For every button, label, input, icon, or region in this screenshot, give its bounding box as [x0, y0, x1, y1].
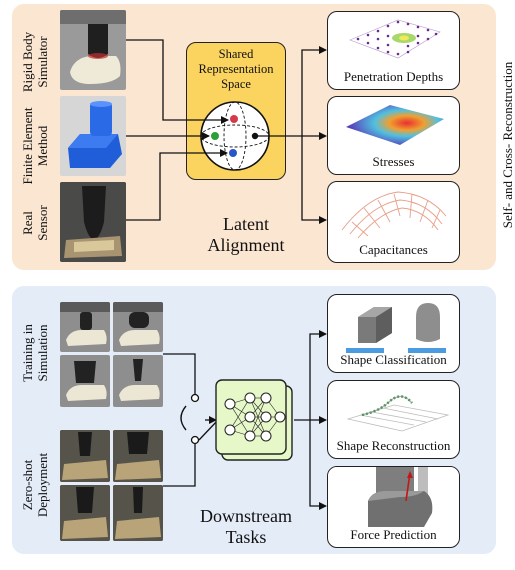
penetration-depths-label: Penetration Depths — [343, 69, 444, 84]
capacitances-box: Capacitances — [327, 181, 460, 263]
force-prediction-label: Force Prediction — [350, 527, 437, 542]
fem-latent-dot — [211, 132, 219, 140]
real-sensor-image — [60, 182, 126, 262]
real-image-4 — [113, 485, 163, 541]
real-image-1 — [60, 430, 110, 482]
capacitances-label: Capacitances — [359, 242, 428, 257]
stresses-box: Stresses — [327, 96, 460, 175]
sim-image-2 — [113, 302, 163, 352]
capacitance-mesh — [341, 191, 447, 239]
real-image-2 — [113, 430, 163, 482]
class-bar-2 — [408, 348, 446, 353]
force-prediction-box: Force Prediction — [327, 466, 460, 548]
penetration-depths-box: Penetration Depths — [327, 11, 460, 90]
shape-reconstruction-box: Shape Reconstruction — [327, 380, 460, 459]
penetration-depths-plot — [349, 19, 441, 59]
sim-image-1 — [60, 302, 110, 352]
stresses-label: Stresses — [372, 154, 415, 169]
fem-image — [60, 96, 126, 176]
shape-classification-label: Shape Classification — [340, 352, 447, 367]
shape-reconstruction-label: Shape Reconstruction — [336, 438, 451, 453]
neural-network-icon — [215, 379, 293, 461]
stress-surface — [346, 105, 444, 145]
rigid-body-sim-image — [60, 10, 126, 90]
sim-image-3 — [60, 355, 110, 407]
real-image-3 — [60, 485, 110, 541]
shape-classification-box: Shape Classification — [327, 294, 460, 373]
rigid-body-latent-dot — [230, 115, 238, 123]
class-bar-1 — [346, 348, 384, 353]
sim-image-4 — [113, 355, 163, 407]
shared-space-title: Shared Representation Space — [198, 47, 274, 91]
real-latent-dot — [229, 149, 237, 157]
